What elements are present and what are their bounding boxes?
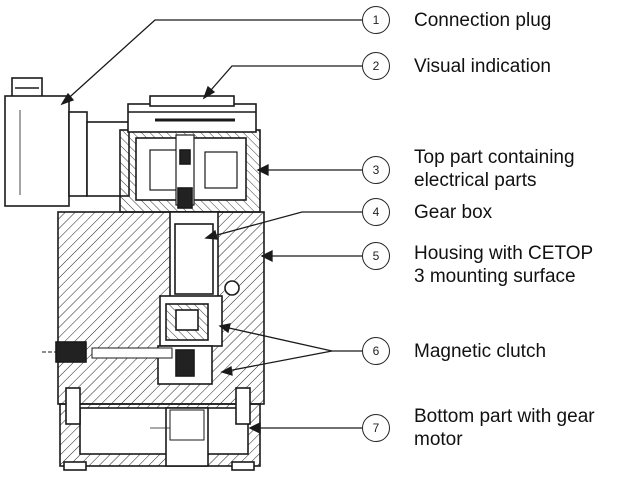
callout-5: 5 — [362, 242, 390, 270]
label-top-part-line1: Top part containing — [414, 147, 575, 168]
top-part-shape — [119, 129, 261, 213]
leader-lines — [60, 19, 362, 435]
label-housing-line2: 3 mounting surface — [414, 266, 576, 287]
label-housing-line1: Housing with CETOP — [414, 243, 594, 264]
bottom-part-shape — [59, 387, 261, 471]
label-magnetic-clutch: Magnetic clutch — [414, 341, 547, 362]
callout-2: 2 — [362, 52, 390, 80]
label-gear-box: Gear box — [414, 202, 493, 223]
callout-6: 6 — [362, 337, 390, 365]
callout-3: 3 — [362, 156, 390, 184]
callout-1: 1 — [362, 6, 390, 34]
callout-4: 4 — [362, 198, 390, 226]
visual-indication-shape — [127, 95, 257, 133]
label-visual-indication: Visual indication — [414, 56, 551, 77]
callout-7: 7 — [362, 414, 390, 442]
label-bottom-part-line2: motor — [414, 429, 463, 450]
label-bottom-part-line1: Bottom part with gear — [414, 406, 595, 427]
label-top-part-line2: electrical parts — [414, 170, 537, 191]
label-connection-plug: Connection plug — [414, 10, 552, 31]
